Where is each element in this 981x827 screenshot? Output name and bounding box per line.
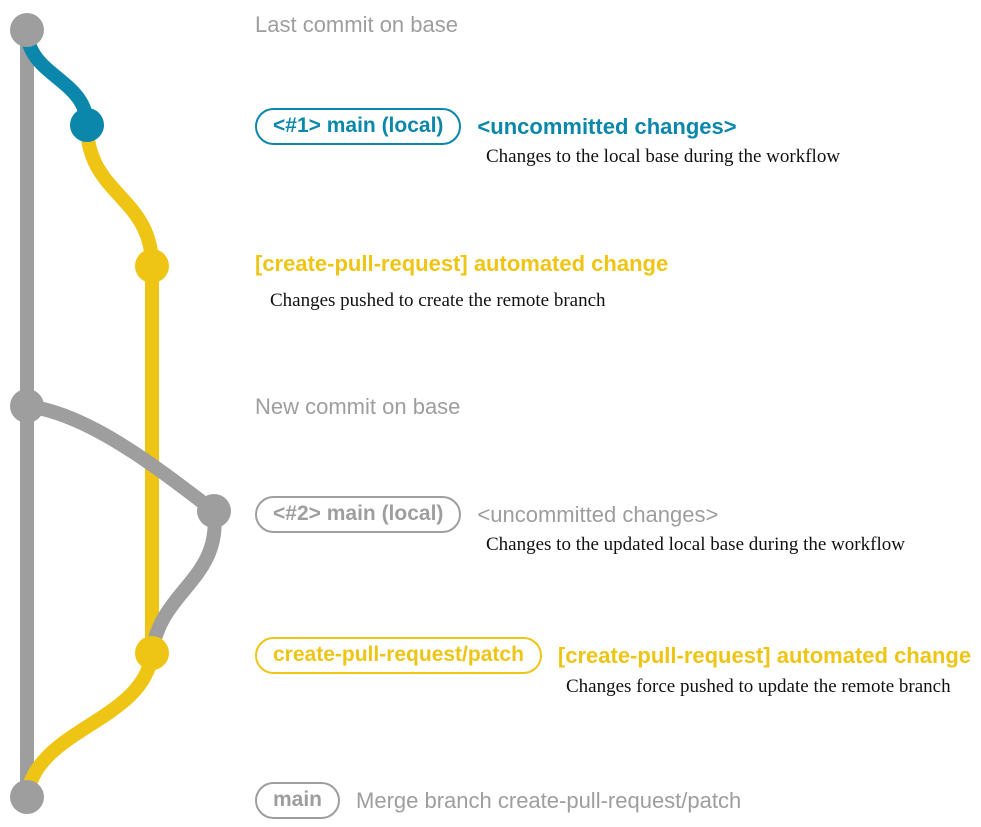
branch-badge-main-local-1[interactable]: <#1> main (local) (255, 108, 462, 145)
edge-local1-to-patch1 (80, 118, 159, 273)
row-local-commit-2: <#2> main (local) <uncommitted changes> (255, 496, 718, 533)
commit-message-automated-change-2: [create-pull-request] automated change (557, 642, 972, 668)
branch-badge-create-pull-request-patch[interactable]: create-pull-request/patch (255, 637, 542, 674)
commit-message-local-commit-1: <uncommitted changes> (477, 113, 737, 139)
edge-basenew-to-local2 (20, 399, 221, 518)
commit-message-local-commit-2: <uncommitted changes> (477, 501, 719, 527)
commit-message-last-commit-on-base: Last commit on base (255, 12, 458, 37)
commit-node-patch-update[interactable] (135, 636, 169, 670)
row-last-commit-on-base: Last commit on base (255, 14, 458, 36)
commit-node-local-1[interactable] (70, 108, 104, 142)
edge-local2-to-patch2 (145, 504, 222, 660)
commit-message-new-commit-on-base: New commit on base (255, 394, 461, 419)
commit-detail-local-commit-2: Changes to the updated local base during… (486, 534, 905, 555)
row-local-commit-1: <#1> main (local) <uncommitted changes> (255, 108, 737, 145)
branch-badge-main[interactable]: main (255, 782, 341, 819)
edge-patch2-to-merge (20, 646, 159, 804)
commit-detail-automated-change-1: Changes pushed to create the remote bran… (270, 290, 606, 311)
commit-detail-local-commit-1: Changes to the local base during the wor… (486, 146, 841, 167)
row-automated-change-1: [create-pull-request] automated change (255, 253, 668, 275)
commit-node-base-merge[interactable] (10, 780, 44, 814)
commit-node-local-2[interactable] (197, 494, 231, 528)
commit-node-base-new[interactable] (10, 389, 44, 423)
commit-message-merge-commit: Merge branch create-pull-request/patch (356, 787, 742, 813)
commit-node-base-last[interactable] (10, 13, 44, 47)
commit-detail-automated-change-2: Changes force pushed to update the remot… (566, 676, 951, 697)
row-automated-change-2: create-pull-request/patch [create-pull-r… (255, 637, 971, 674)
branch-badge-main-local-2[interactable]: <#2> main (local) (255, 496, 462, 533)
commit-message-automated-change-1: [create-pull-request] automated change (255, 251, 669, 276)
row-new-commit-on-base: New commit on base (255, 396, 460, 418)
row-merge-commit: main Merge branch create-pull-request/pa… (255, 782, 741, 819)
commit-node-patch-create[interactable] (135, 249, 169, 283)
